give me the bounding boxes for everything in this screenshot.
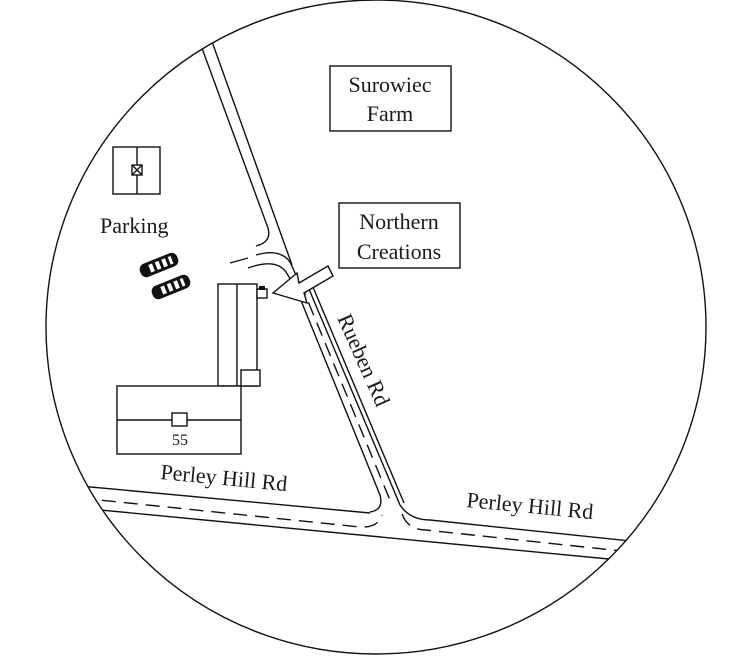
rueben-rd-west-edge-south xyxy=(299,297,382,513)
perley-hill-rd-south-edge xyxy=(79,507,641,563)
driveway-edge-2 xyxy=(255,252,297,276)
rueben-rd-east-edge-north xyxy=(209,35,293,266)
perley-hill-rd-east-label: Perley Hill Rd xyxy=(466,487,595,524)
building-entrance-roof xyxy=(259,286,265,290)
rueben-rd-right-edge xyxy=(309,279,405,504)
car-icon xyxy=(151,274,191,300)
surowiec-farm-box xyxy=(329,65,452,132)
northern-creations-label-line2: Creations xyxy=(357,239,441,264)
building-main-marker xyxy=(171,412,188,427)
arrow-left-icon xyxy=(271,265,334,305)
perley-hill-rd-north-edge-east xyxy=(429,519,641,543)
house-number-label: 55 xyxy=(172,432,188,449)
x-box-icon-cross xyxy=(131,164,143,176)
northern-creations-label-line1: Northern xyxy=(359,209,438,234)
northern-creations-box xyxy=(338,202,461,269)
building-connector xyxy=(240,369,261,387)
building-entrance xyxy=(256,288,268,299)
driveway-edge-1 xyxy=(229,257,249,264)
rueben-rd-centerline xyxy=(299,281,393,506)
surowiec-farm-label-line2: Farm xyxy=(367,101,413,126)
driveway-edge-3 xyxy=(247,263,295,286)
perley-hill-rd-centerline-east xyxy=(401,513,641,554)
perley-hill-rd-centerline-west xyxy=(79,497,383,528)
perley-hill-rd-west-label: Perley Hill Rd xyxy=(160,459,289,496)
rueben-rd-east-edge-south xyxy=(305,281,431,521)
car-icon xyxy=(139,252,179,278)
parking-label: Parking xyxy=(100,213,168,238)
perley-hill-rd-north-edge-west xyxy=(79,485,371,514)
surowiec-farm-label-line1: Surowiec xyxy=(348,72,431,97)
map-boundary-circle xyxy=(45,0,707,655)
rueben-rd-west-edge xyxy=(198,39,270,247)
rueben-rd-label: Rueben Rd xyxy=(332,310,395,410)
